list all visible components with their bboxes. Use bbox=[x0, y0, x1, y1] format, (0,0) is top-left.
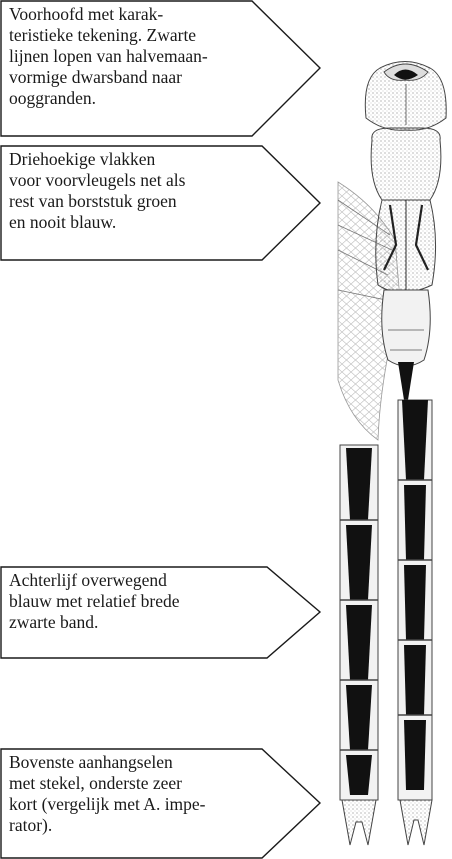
dragonfly-head bbox=[365, 62, 446, 131]
dragonfly-abdomen bbox=[398, 400, 432, 845]
dragonfly-thorax bbox=[371, 128, 441, 293]
dragonfly-abdomen-detail bbox=[340, 445, 378, 845]
dragonfly-abdomen-base bbox=[382, 290, 431, 400]
